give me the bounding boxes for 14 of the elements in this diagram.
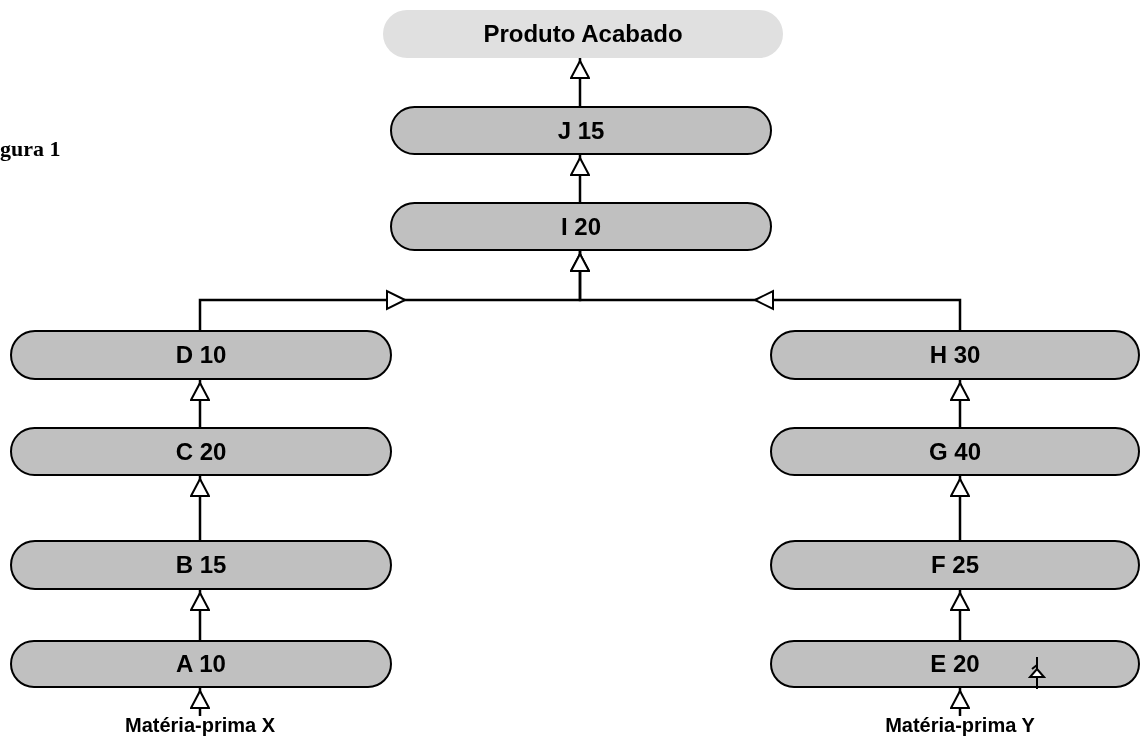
process-pill: D 10 [10, 330, 392, 380]
process-pill: A 10 [10, 640, 392, 688]
material-label: Matéria-prima X [124, 714, 276, 737]
process-pill: J 15 [390, 106, 772, 155]
process-pill: E 20 [770, 640, 1140, 688]
process-pill: H 30 [770, 330, 1140, 380]
figure-label: gura 1 [0, 136, 61, 162]
product-pill: Produto Acabado [383, 10, 783, 58]
process-pill: F 25 [770, 540, 1140, 590]
process-pill: G 40 [770, 427, 1140, 476]
process-pill: B 15 [10, 540, 392, 590]
process-pill: I 20 [390, 202, 772, 251]
material-label: Matéria-prima Y [885, 714, 1035, 737]
process-pill: C 20 [10, 427, 392, 476]
